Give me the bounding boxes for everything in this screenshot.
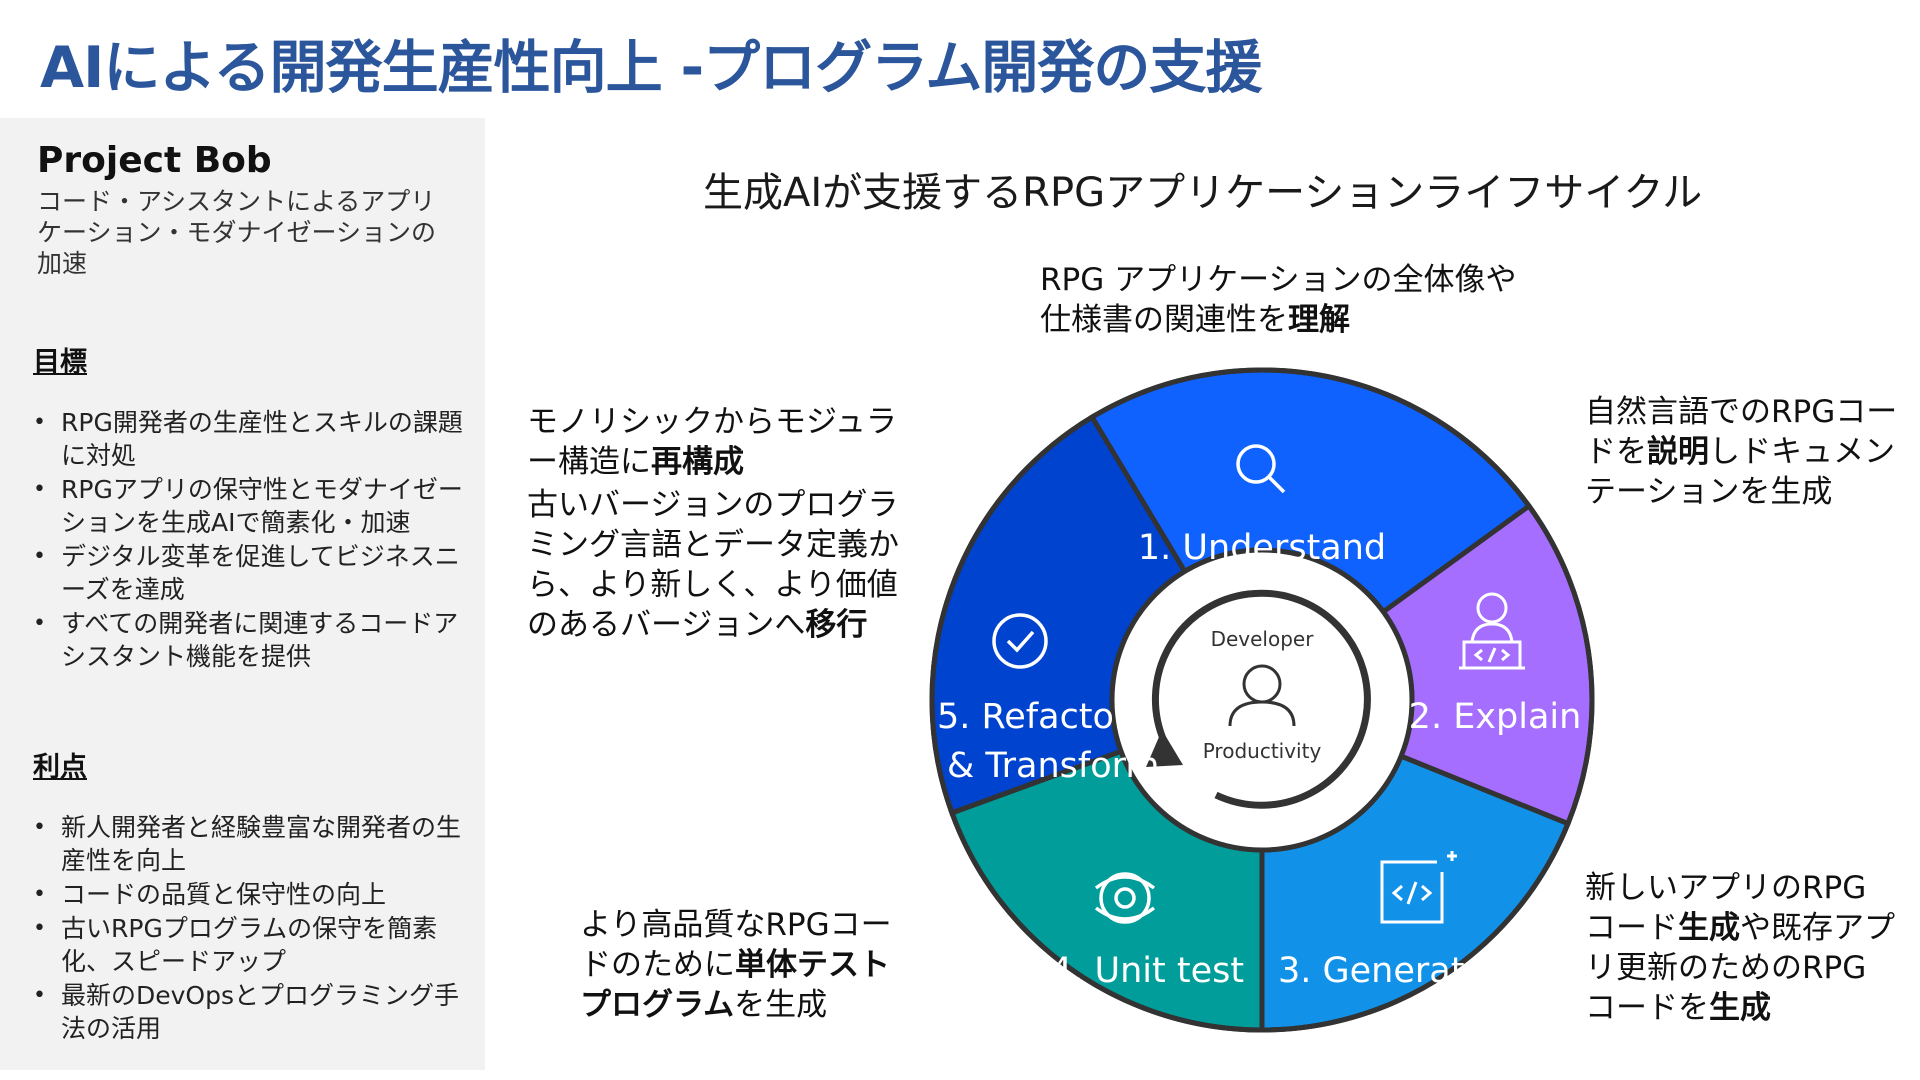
callout-understand: RPG アプリケーションの全体像や 仕様書の関連性を理解 bbox=[1040, 262, 1517, 338]
segment-label-unit-test: 4. Unit test bbox=[1050, 951, 1244, 991]
search-icon bbox=[1236, 444, 1286, 494]
center-developer-label: Developer bbox=[1211, 627, 1315, 651]
sidebar-heading: Project Bob bbox=[37, 140, 272, 181]
callout-unittest: より高品質なRPGコードのために単体テストプログラムを生成 bbox=[580, 907, 892, 1023]
callout-refactor-migrate: 古いバージョンのプログラミング言語とデータ定義から、より新しく、より価値のあるバ… bbox=[527, 487, 899, 643]
callout-explain: 自然言語でのRPGコードを説明しドキュメンテーションを生成 bbox=[1585, 394, 1898, 510]
list-item: 古いRPGプログラムの保守を簡素化、スピードアップ bbox=[30, 912, 470, 978]
callout-refactor-restructure: モノリシックからモジュラー構造に再構成 bbox=[527, 404, 897, 480]
center-productivity-label: Productivity bbox=[1203, 739, 1322, 763]
segment-label-understand: 1. Understand bbox=[1138, 528, 1386, 568]
list-item: RPGアプリの保守性とモダナイゼーションを生成AIで簡素化・加速 bbox=[30, 473, 470, 539]
presenter-code-icon bbox=[1459, 592, 1525, 670]
list-item: すべての開発者に関連するコードアシスタント機能を提供 bbox=[30, 607, 470, 673]
wheel-outline bbox=[929, 367, 1595, 1033]
sidebar-panel: Project Bob コード・アシスタントによるアプリケーション・モダナイゼー… bbox=[0, 118, 485, 1070]
diagram-subtitle: 生成AIが支援するRPGアプリケーションライフサイクル bbox=[703, 170, 1703, 216]
checkmark-icon bbox=[992, 613, 1048, 669]
benefits-label: 利点 bbox=[33, 752, 87, 783]
callout-generate: 新しいアプリのRPGコード生成や既存アプリ更新のためのRPGコードを生成 bbox=[1585, 870, 1895, 1026]
person-icon bbox=[1228, 664, 1296, 727]
segment-label-refactor-line1: 5. Refactor bbox=[937, 697, 1129, 737]
segment-label-refactor-line2: & Transform bbox=[947, 746, 1160, 786]
code-generate-icon bbox=[1380, 851, 1457, 924]
goals-list: RPG開発者の生産性とスキルの課題に対処 RPGアプリの保守性とモダナイゼーショ… bbox=[30, 406, 470, 674]
list-item: 最新のDevOpsとプログラミング手法の活用 bbox=[30, 979, 470, 1045]
benefits-list: 新人開発者と経験豊富な開発者の生産性を向上 コードの品質と保守性の向上 古いRP… bbox=[30, 811, 470, 1046]
goals-label: 目標 bbox=[33, 347, 87, 378]
page-title: AIによる開発生産性向上 -プログラム開発の支援 bbox=[40, 35, 1262, 101]
segment-label-generate: 3. Generate bbox=[1278, 951, 1486, 991]
segment-label-explain: 2. Explain bbox=[1409, 697, 1582, 737]
sidebar-subheading: コード・アシスタントによるアプリケーション・モダナイゼーションの加速 bbox=[37, 187, 437, 278]
list-item: コードの品質と保守性の向上 bbox=[30, 878, 470, 911]
test-cycle-icon bbox=[1094, 872, 1156, 924]
cycle-arrow-icon bbox=[1146, 589, 1371, 809]
list-item: 新人開発者と経験豊富な開発者の生産性を向上 bbox=[30, 811, 470, 877]
list-item: デジタル変革を促進してビジネスニーズを達成 bbox=[30, 540, 470, 606]
list-item: RPG開発者の生産性とスキルの課題に対処 bbox=[30, 406, 470, 472]
